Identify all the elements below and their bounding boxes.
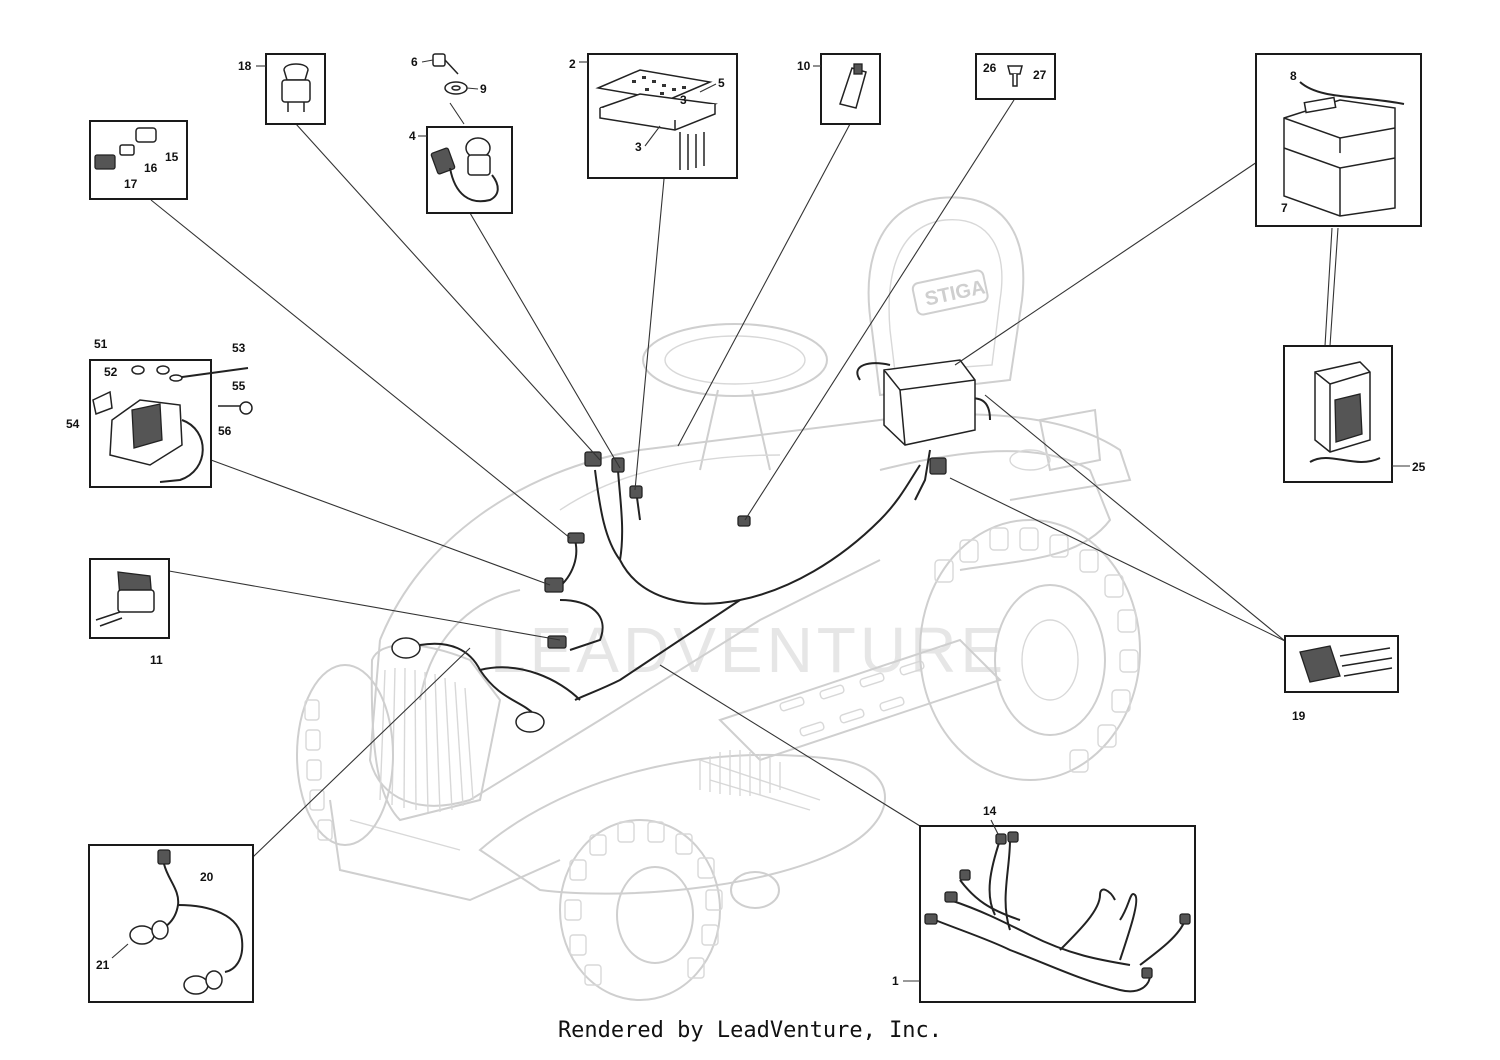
callout-number-5: 5 (718, 76, 725, 90)
leader-lines (150, 99, 1339, 858)
callout-number-53: 53 (232, 341, 246, 355)
callout-box-51 (89, 359, 253, 488)
callout-number-21: 21 (96, 958, 110, 972)
callout-number-52: 52 (104, 365, 118, 379)
callout-number-1: 1 (892, 974, 899, 988)
credit-text: Rendered by LeadVenture, Inc. (557, 1018, 943, 1043)
brand-logo-plate (911, 269, 989, 316)
callout-number-17: 17 (124, 177, 138, 191)
callout-number-16: 16 (144, 161, 158, 175)
callout-number-8: 8 (1290, 69, 1297, 83)
watermark-text: LEADVENTURE (490, 614, 1007, 686)
callout-number-10: 10 (797, 59, 811, 73)
callout-box-15 (89, 120, 188, 200)
callout-number-26: 26 (983, 61, 997, 75)
callout-number-11: 11 (150, 653, 163, 667)
callout-box-10 (820, 53, 881, 125)
callout-number-51: 51 (94, 337, 108, 351)
callout-number-3a: 3 (680, 93, 687, 107)
callout-number-55: 55 (232, 379, 246, 393)
callout-box-25 (1283, 345, 1393, 483)
callout-number-27: 27 (1033, 68, 1047, 82)
callout-box-7 (1255, 53, 1422, 227)
callout-number-20: 20 (200, 870, 214, 884)
main-harness (391, 359, 991, 733)
callout-box-1 (919, 825, 1196, 1003)
callout-box-20 (88, 844, 254, 1003)
callout-box-11 (89, 558, 170, 639)
callout-number-3b: 3 (635, 140, 642, 154)
callout-box-19 (1284, 635, 1399, 693)
callout-box-26 (975, 53, 1056, 100)
callout-number-54: 54 (66, 417, 80, 431)
callout-number-56: 56 (218, 424, 232, 438)
callout-number-14: 14 (983, 804, 997, 818)
tractor-illustration: LEADVENTURE STIGA (296, 196, 1141, 1001)
callout-number-7: 7 (1281, 201, 1288, 215)
callout-number-25: 25 (1412, 460, 1426, 474)
key-parts (432, 53, 468, 95)
callout-number-15: 15 (165, 150, 179, 164)
callout-box-2 (587, 53, 738, 179)
callout-box-18 (265, 53, 326, 125)
brand-logo-text: STIGA (923, 276, 987, 310)
callout-number-18: 18 (238, 59, 252, 73)
callout-number-19: 19 (1292, 709, 1306, 723)
callout-number-6: 6 (411, 55, 418, 69)
callout-number-4: 4 (409, 129, 416, 143)
callout-number-2: 2 (569, 57, 576, 71)
callout-box-4 (426, 126, 513, 214)
callout-number-9: 9 (480, 82, 487, 96)
